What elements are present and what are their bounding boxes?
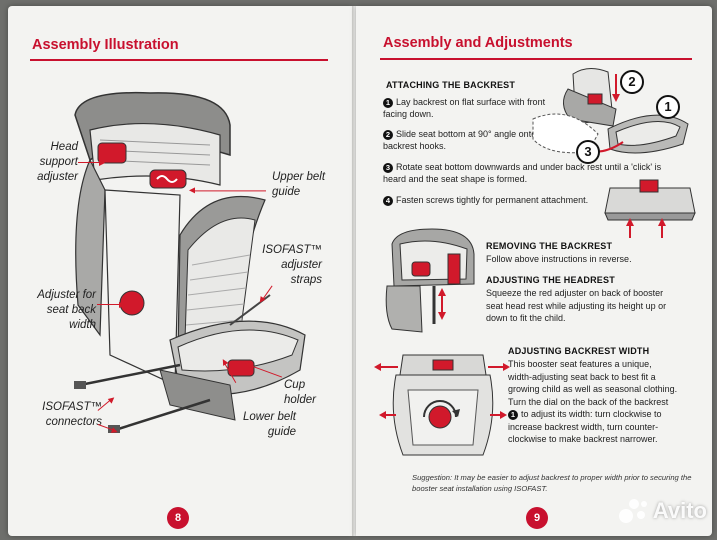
- diagram-badge-3: 3: [576, 140, 600, 164]
- attaching-heading: ATTACHING THE BACKREST: [386, 80, 516, 90]
- head-adjuster-icon: [97, 142, 127, 164]
- width-heading: ADJUSTING BACKREST WIDTH: [508, 346, 650, 356]
- right-page-title: Assembly and Adjustments: [383, 35, 573, 51]
- label-isofast-connectors: ISOFAST™ connectors: [42, 401, 102, 428]
- headrest-text: Squeeze the red adjuster on back of boos…: [486, 288, 667, 323]
- attach-backrest-diagram: [532, 68, 689, 154]
- booster-seat-illustration: [74, 91, 306, 433]
- right-title-rule: [380, 58, 692, 60]
- leader-seat-back-width: [97, 300, 125, 310]
- width-text: This booster seat features a unique, wid…: [508, 359, 678, 444]
- backrest-width-diagram: [374, 354, 510, 456]
- avito-logo-icon: [618, 499, 649, 523]
- left-page-title: Assembly Illustration: [32, 37, 179, 53]
- label-adjuster-seat-back-width: Adjuster for seat back width: [37, 289, 96, 331]
- label-isofast-adjuster-straps: ISOFAST™ adjuster straps: [262, 244, 322, 286]
- left-page-number: 8: [167, 507, 189, 529]
- leader-upper-belt: [192, 190, 266, 192]
- label-lower-belt-guide: Lower belt guide: [242, 411, 296, 438]
- diagram-badge-1: 1: [656, 95, 680, 119]
- avito-watermark: Avito: [618, 498, 707, 524]
- label-upper-belt-guide: Upper belt guide: [272, 171, 326, 198]
- page-gutter: [352, 6, 358, 536]
- label-head-support-adjuster: Head support adjuster: [37, 141, 78, 183]
- removing-text: Follow above instructions in reverse.: [486, 254, 632, 264]
- right-page-number: 9: [526, 507, 548, 529]
- headrest-diagram: [385, 228, 475, 333]
- headrest-heading: ADJUSTING THE HEADREST: [486, 275, 615, 285]
- label-cup-holder: Cup holder: [284, 379, 316, 406]
- screws-diagram: [604, 179, 696, 238]
- suggestion-note: Suggestion: It may be easier to adjust b…: [412, 473, 692, 493]
- diagram-badge-2: 2: [620, 70, 644, 94]
- removing-heading: REMOVING THE BACKREST: [486, 241, 613, 251]
- leader-head-support: [78, 158, 105, 168]
- left-title-rule: [30, 59, 328, 61]
